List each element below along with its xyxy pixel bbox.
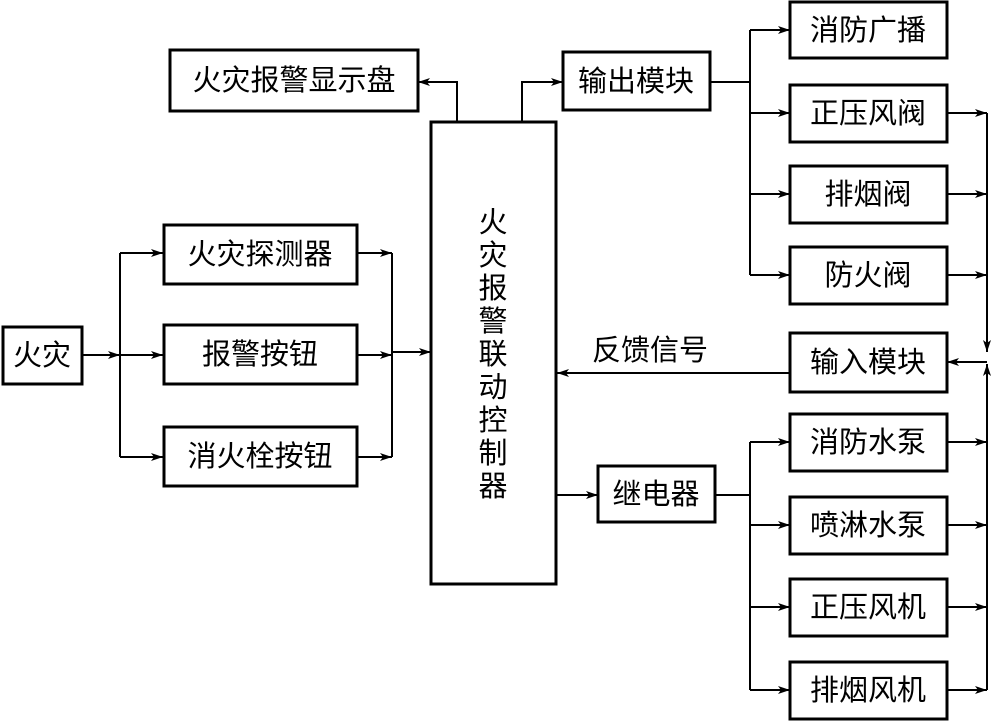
controller-label-char: 灾 <box>478 238 507 272</box>
controller-label-char: 动 <box>478 370 507 404</box>
feedback-signal-label: 反馈信号 <box>592 333 708 367</box>
node-display-panel: 火灾报警显示盘 <box>168 48 420 113</box>
node-smoke-fan-label: 排烟风机 <box>810 673 926 707</box>
node-fire-label: 火灾 <box>13 338 71 372</box>
node-fire-pump-label: 消防水泵 <box>810 425 926 459</box>
node-pressure-fan: 正压风机 <box>788 577 949 638</box>
node-detector: 火灾探测器 <box>162 223 359 286</box>
controller-label-char: 火 <box>478 205 507 239</box>
node-sprinkler-pump: 喷淋水泵 <box>788 495 949 556</box>
connections <box>82 26 991 694</box>
node-display-panel-label: 火灾报警显示盘 <box>192 63 395 97</box>
node-broadcast-label: 消防广播 <box>810 13 926 47</box>
node-detector-label: 火灾探测器 <box>187 237 332 271</box>
node-input-module-label: 输入模块 <box>810 345 926 379</box>
arrow-controller-to-display <box>418 78 458 122</box>
node-broadcast: 消防广播 <box>788 0 949 60</box>
controller-label-char: 制 <box>478 436 507 470</box>
node-pressure-valve: 正压风阀 <box>788 83 949 144</box>
controller-label-char: 控 <box>478 403 507 437</box>
controller-label-char: 联 <box>478 337 507 371</box>
node-hydrant-button-label: 消火栓按钮 <box>187 439 332 473</box>
node-fire-damper-label: 防火阀 <box>824 258 911 292</box>
node-sprinkler-pump-label: 喷淋水泵 <box>810 508 926 542</box>
node-alarm-button-label: 报警按钮 <box>202 337 318 371</box>
node-relay-label: 继电器 <box>612 477 699 511</box>
arrow-controller-to-output-module <box>521 78 563 122</box>
controller-label-char: 警 <box>478 304 507 338</box>
controller-label-char: 器 <box>478 469 507 503</box>
node-fire-pump: 消防水泵 <box>788 412 949 473</box>
node-smoke-valve-label: 排烟阀 <box>824 177 911 211</box>
node-output-module: 输出模块 <box>561 50 712 112</box>
node-output-module-label: 输出模块 <box>578 64 694 98</box>
node-smoke-valve: 排烟阀 <box>788 164 949 225</box>
node-hydrant-button: 消火栓按钮 <box>162 425 359 488</box>
node-relay: 继电器 <box>596 464 717 524</box>
node-fire-damper: 防火阀 <box>788 245 949 306</box>
node-pressure-fan-label: 正压风机 <box>810 590 926 624</box>
controller-label-char: 报 <box>478 271 507 305</box>
node-smoke-fan: 排烟风机 <box>788 660 949 721</box>
node-pressure-valve-label: 正压风阀 <box>810 96 926 130</box>
node-input-module: 输入模块 <box>788 331 949 394</box>
node-fire: 火灾 <box>1 325 84 386</box>
node-alarm-button: 报警按钮 <box>162 323 359 386</box>
